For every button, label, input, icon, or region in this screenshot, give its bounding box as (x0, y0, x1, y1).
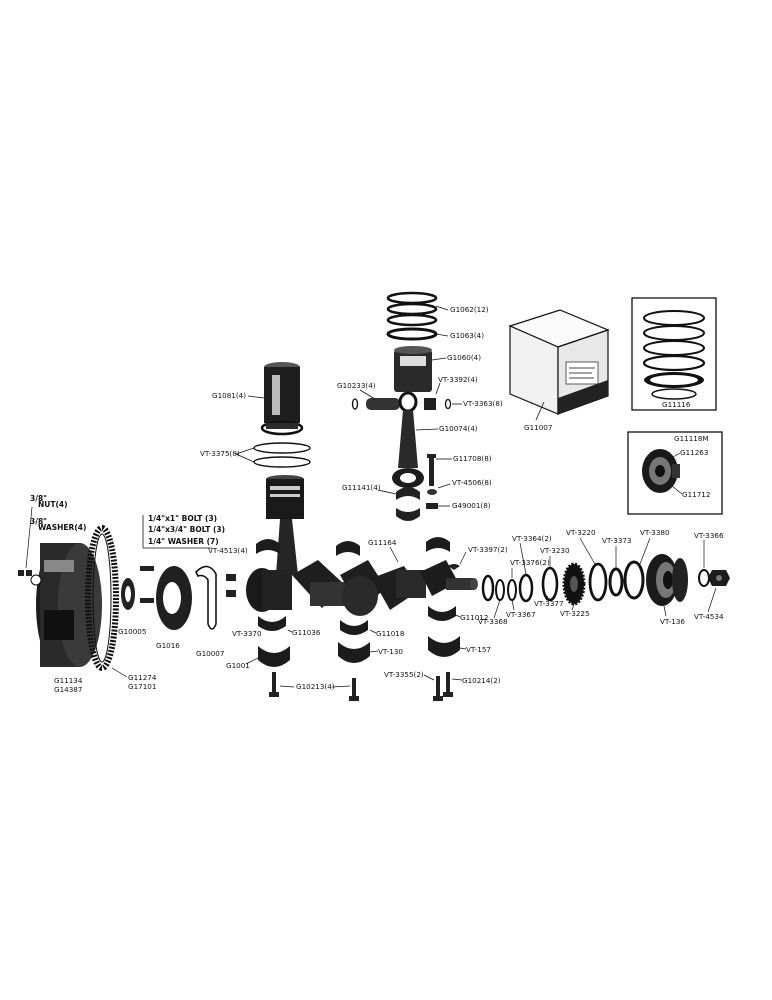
rod-bolt-illustration (427, 454, 436, 486)
rear-bearing-retainer-illustration (156, 566, 192, 630)
label-damper-ring: G11712 (682, 490, 710, 499)
cap-bolts-illustration (269, 672, 453, 701)
damper-photo-panel (627, 431, 723, 515)
pin-retainer-illustration (444, 398, 452, 410)
rod-washer-illustration (427, 489, 437, 495)
label-vt3230: VT-3230 (540, 546, 570, 555)
label-key: VT-3397(2) (468, 545, 508, 554)
label-liner-seals: VT-3375(8) (200, 449, 240, 458)
label-rod: G10074(4) (439, 424, 478, 433)
label-vt3380: VT-3380 (640, 528, 670, 537)
rear-oil-seal-illustration (121, 578, 135, 610)
label-vt3364: VT-3364(2) (512, 534, 552, 543)
label-rear-retainer: G1016 (156, 641, 180, 650)
piston-pin-illustration (351, 398, 400, 410)
label-vt3366: VT-3366 (694, 531, 724, 540)
label-rod-bearing: G11141(4) (342, 483, 381, 492)
label-vt3368: VT-3368 (478, 617, 508, 626)
rear-key-illustration (226, 574, 236, 581)
label-cap-bolt-rear: VT-3355(2) (384, 670, 424, 679)
label-main-upper: G11036 (292, 628, 321, 637)
label-liner: G1081(4) (212, 391, 246, 400)
label-vt3377: VT-3377 (534, 599, 564, 608)
label-main-center: G11018 (376, 629, 405, 638)
label-ring-oil: G1063(4) (450, 331, 484, 340)
label-main-front: VT-157 (466, 645, 491, 654)
piston-illustration (394, 346, 432, 392)
main-bearings-upper-illustration (256, 537, 450, 556)
flywheel-illustration (30, 543, 102, 667)
rod-nut-illustration (426, 503, 438, 509)
piston-assembly-illustration (266, 475, 304, 575)
label-pin: G10233(4) (337, 381, 376, 390)
retainer-bolts-illustration (140, 566, 154, 603)
label-rod-nut: G49001(8) (452, 501, 491, 510)
label-nut: NUT(4) (38, 500, 68, 509)
label-pin-bushing: VT-3392(4) (438, 375, 478, 384)
label-front-bearing: G11012 (460, 613, 488, 622)
rear-gasket-illustration (195, 565, 217, 630)
label-main-thrust: VT-130 (378, 647, 403, 656)
label-flywheel-a: G11134 (54, 676, 83, 685)
front-washer-vt3230-illustration (541, 566, 559, 602)
liner-seal-rings-illustration (253, 442, 311, 468)
crank-key-illustration (448, 564, 460, 570)
front-seal-vt3380-illustration (623, 560, 645, 600)
label-vt3367: VT-3367 (506, 610, 536, 619)
flywheel-nuts-illustration (18, 506, 33, 576)
label-vt4534: VT-4534 (694, 612, 724, 621)
label-ring-set-photo: G11116 (662, 400, 691, 409)
dowel-illustration (226, 590, 236, 597)
connecting-rod-illustration (392, 391, 424, 488)
label-crankshaft: G11164 (368, 538, 397, 547)
spacer-vt3373-illustration (608, 567, 624, 597)
pin-bushing-illustration (424, 398, 436, 410)
crankshaft-illustration (246, 560, 478, 616)
label-vt136: VT-136 (660, 617, 685, 626)
label-damper-box: G11118M (674, 434, 709, 443)
label-bolt-1: 1/4"x1" BOLT (3) (148, 514, 217, 523)
front-seals-illustration (481, 573, 534, 603)
crank-nut-illustration (708, 570, 730, 586)
label-vt3225: VT-3225 (560, 609, 590, 618)
label-nut-size: 3/8" (30, 494, 47, 503)
main-bearings-lower-illustration (258, 606, 460, 667)
rod-bearing-illustration (396, 487, 420, 521)
oil-slinger-illustration (588, 562, 608, 602)
label-rod-washer: VT-4506(8) (452, 478, 492, 487)
label-rear-key: VT-4513(4) (208, 546, 248, 555)
label-cap-bolts: G10213(4) (296, 682, 335, 691)
label-vt3376: VT-3376(2) (510, 558, 550, 567)
ring-set-photo-panel (631, 297, 717, 411)
label-washer-size: 3/8" (30, 517, 47, 526)
label-rings-top: G1062(12) (450, 305, 489, 314)
label-ring-set-box: G11007 (524, 423, 552, 432)
label-ringgear-b: G17101 (128, 682, 156, 691)
label-pin-retainer: VT-3363(8) (463, 399, 503, 408)
label-dowel: VT-3370 (232, 629, 262, 638)
damper-washer-illustration (698, 569, 710, 587)
label-cap-bolt-front: G10214(2) (462, 676, 501, 685)
label-rod-bolt: G11708(8) (453, 454, 492, 463)
label-bolt-2: 1/4"x3/4" BOLT (3) (148, 525, 225, 534)
vibration-damper-illustration (646, 554, 688, 606)
label-damper-hub: G11263 (680, 448, 708, 457)
label-washer-7: 1/4" WASHER (7) (148, 537, 219, 546)
cylinder-liner-illustration (260, 362, 304, 436)
label-washer: WASHER(4) (38, 523, 86, 532)
label-piston-set: G1060(4) (447, 353, 481, 362)
label-rear-seal: G10005 (118, 627, 146, 636)
piston-rings-illustration (386, 291, 449, 341)
label-ringgear-a: G11274 (128, 673, 157, 682)
ring-set-box-illustration (508, 309, 610, 415)
label-flywheel-b: G14387 (54, 685, 82, 694)
label-rear-gasket: G10007 (196, 649, 224, 658)
label-main-lower-1: G1001 (226, 661, 250, 670)
crank-gear-illustration (562, 562, 586, 606)
ring-gear-illustration (85, 525, 119, 671)
label-vt3220: VT-3220 (566, 528, 596, 537)
label-vt3373: VT-3373 (602, 536, 632, 545)
